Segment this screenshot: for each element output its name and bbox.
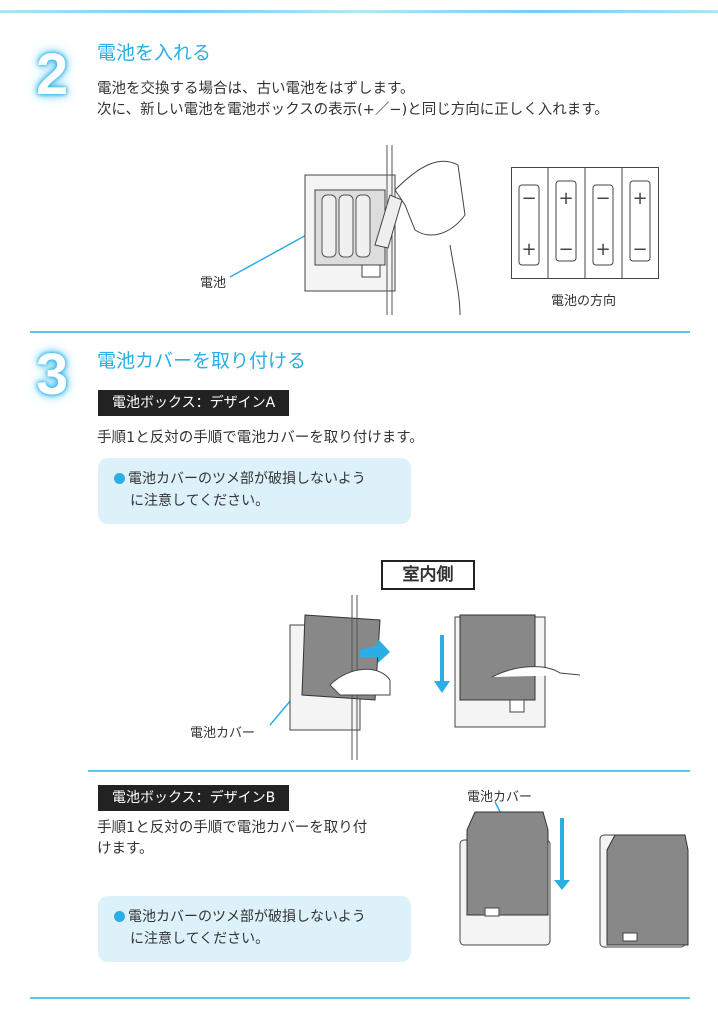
indoor-side-label: 室内側 [381, 560, 475, 590]
design-b-body-line1: 手順1と反対の手順で電池カバーを取り付 [97, 820, 368, 836]
note-line: に注意してください。 [130, 931, 270, 947]
design-a-note: 電池カバーのツメ部が破損しないよう に注意してください。 [98, 458, 411, 524]
svg-text:+: + [558, 188, 573, 209]
section-divider [88, 770, 690, 772]
bullet-icon [114, 911, 125, 922]
design-b-cover-label: 電池カバー [467, 790, 533, 805]
svg-text:−: − [595, 188, 610, 209]
svg-text:+: + [595, 239, 610, 260]
svg-text:−: − [521, 188, 536, 209]
step2-title: 電池を入れる [97, 42, 212, 64]
svg-text:+: + [632, 188, 647, 209]
note-line: 電池カバーのツメ部が破損しないよう [128, 471, 366, 487]
svg-text:+: + [521, 239, 536, 260]
battery-label: 電池 [200, 276, 227, 291]
section-divider [30, 997, 690, 999]
battery-insert-illustration [229, 145, 466, 315]
design-a-cover-illustration [269, 595, 581, 760]
step2-body-line2: 次に、新しい電池を電池ボックスの表示(+／−)と同じ方向に正しく入れます。 [97, 102, 609, 118]
design-a-label: 電池ボックス：デザインA [98, 390, 290, 416]
top-decorative-line [0, 10, 718, 13]
design-b-label: 電池ボックス：デザインB [98, 785, 290, 811]
step2-body-line1: 電池を交換する場合は、古い電池をはずします。 [97, 81, 415, 97]
design-b-cover-illustration [459, 801, 689, 948]
step-number-2: 2 [36, 42, 69, 107]
svg-text:−: − [558, 239, 573, 260]
svg-text:−: − [632, 239, 647, 260]
note-line: 電池カバーのツメ部が破損しないよう [128, 909, 366, 925]
note-line: に注意してください。 [130, 493, 270, 509]
step3-title: 電池カバーを取り付ける [97, 350, 307, 372]
bullet-icon [114, 473, 125, 484]
step-number-3: 3 [36, 342, 69, 407]
design-a-body: 手順1と反対の手順で電池カバーを取り付けます。 [97, 430, 424, 446]
section-divider [30, 331, 690, 333]
design-b-body-line2: けます。 [97, 841, 154, 857]
battery-direction-diagram: − + + − − + + − [511, 167, 659, 279]
battery-direction-caption: 電池の方向 [551, 294, 617, 309]
design-b-note: 電池カバーのツメ部が破損しないよう に注意してください。 [98, 896, 411, 962]
design-a-cover-label: 電池カバー [190, 726, 256, 741]
